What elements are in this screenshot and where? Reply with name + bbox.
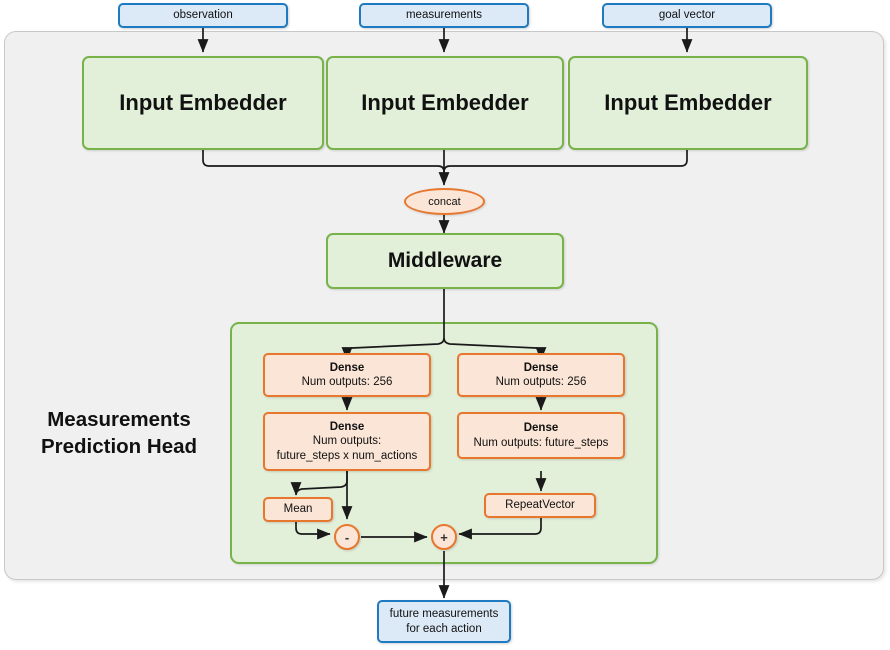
concat-node[interactable]: concat xyxy=(404,188,485,215)
head-label-line-1: Measurements xyxy=(47,408,191,431)
right-dense-1-outputs: Num outputs: 256 xyxy=(495,376,587,388)
right-dense-2-title: Dense xyxy=(523,422,559,435)
subtract-operator[interactable]: - xyxy=(334,524,360,550)
mean-label: Mean xyxy=(283,503,313,516)
input-box-measurements[interactable]: measurements xyxy=(359,3,529,28)
right-dense-1-title: Dense xyxy=(523,361,559,374)
repeat-vector-node[interactable]: RepeatVector xyxy=(484,493,596,518)
input-embedder-1-label: Input Embedder xyxy=(119,89,287,115)
input-embedder-1[interactable]: Input Embedder xyxy=(82,56,324,150)
left-dense-1[interactable]: Dense Num outputs: 256 xyxy=(263,353,431,397)
mean-node[interactable]: Mean xyxy=(263,497,333,522)
output-box-line-1: future measurements xyxy=(389,608,499,621)
measurements-prediction-head-label: Measurements Prediction Head xyxy=(16,407,222,460)
output-box-line-2: for each action xyxy=(406,622,482,635)
repeat-vector-label: RepeatVector xyxy=(505,499,575,512)
input-embedder-2[interactable]: Input Embedder xyxy=(326,56,564,150)
input-box-goal-vector[interactable]: goal vector xyxy=(602,3,772,28)
middleware-node[interactable]: Middleware xyxy=(326,233,564,289)
left-dense-2-outputs-line-2: future_steps x num_actions xyxy=(276,449,418,462)
head-label-line-2: Prediction Head xyxy=(40,434,198,458)
add-operator-symbol: + xyxy=(440,529,448,545)
left-dense-2-title: Dense xyxy=(329,421,365,434)
concat-label: concat xyxy=(428,195,461,208)
left-dense-2[interactable]: Dense Num outputs: future_steps x num_ac… xyxy=(263,412,431,471)
add-operator[interactable]: + xyxy=(431,524,457,550)
input-embedder-3[interactable]: Input Embedder xyxy=(568,56,808,150)
right-dense-1[interactable]: Dense Num outputs: 256 xyxy=(457,353,625,397)
subtract-operator-symbol: - xyxy=(344,529,350,545)
input-embedder-2-label: Input Embedder xyxy=(361,89,529,115)
input-box-observation-label: observation xyxy=(173,9,233,22)
input-embedder-3-label: Input Embedder xyxy=(604,89,772,115)
right-dense-2-outputs: Num outputs: future_steps xyxy=(473,436,609,449)
left-dense-1-title: Dense xyxy=(329,361,365,374)
input-box-measurements-label: measurements xyxy=(405,9,483,22)
input-box-observation[interactable]: observation xyxy=(118,3,288,28)
left-dense-2-outputs-line-1: Num outputs: xyxy=(312,435,382,448)
input-box-goal-vector-label: goal vector xyxy=(658,9,716,22)
middleware-label: Middleware xyxy=(387,249,503,273)
output-box-future-measurements[interactable]: future measurements for each action xyxy=(377,600,511,643)
right-dense-2[interactable]: Dense Num outputs: future_steps xyxy=(457,412,625,459)
left-dense-1-outputs: Num outputs: 256 xyxy=(301,376,393,388)
